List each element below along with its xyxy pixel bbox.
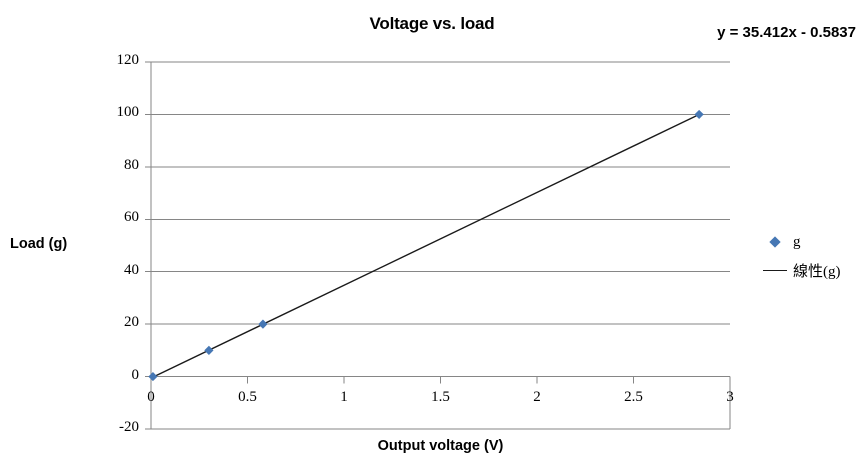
x-tick-label: 2: [533, 388, 541, 405]
data-point-marker: [694, 109, 704, 120]
x-tick-label: 0.5: [238, 388, 257, 405]
x-tick-label: 1.5: [431, 388, 450, 405]
legend-label: g: [793, 233, 801, 250]
gridlines-group: [151, 61, 730, 430]
x-tick-marks-group: [150, 376, 731, 384]
y-axis-title: Load (g): [10, 236, 68, 252]
line-marker-icon: [762, 269, 788, 271]
legend-item-trendline[interactable]: 線性(g): [762, 256, 862, 284]
data-point-marker: [258, 319, 268, 329]
trendline-equation-label: y = 35.412x - 0.5837: [717, 24, 856, 41]
legend-item-g[interactable]: g: [762, 228, 862, 256]
x-tick-label: 2.5: [624, 388, 643, 405]
diamond-marker-icon: [762, 236, 788, 248]
y-tick-label: 0: [131, 366, 140, 383]
chart-title: Voltage vs. load: [369, 14, 495, 33]
data-point-marker: [148, 371, 158, 382]
trendline: [152, 113, 700, 378]
y-tick-label: -20: [119, 419, 139, 435]
x-tick-label: 0: [147, 388, 155, 405]
y-tick-label: 20: [124, 314, 139, 331]
legend-label: 線性(g): [793, 263, 841, 280]
y-tick-label: 100: [116, 104, 140, 121]
chart-legend: g 線性(g): [762, 228, 862, 284]
y-tick-label: 60: [124, 209, 139, 226]
data-markers-group: [148, 109, 704, 382]
y-tick-label: 40: [124, 261, 139, 278]
y-tick-label: 120: [116, 52, 140, 68]
axis-lines-group: [150, 62, 731, 429]
trendline-group: [152, 113, 700, 378]
y-tick-marks-group: [145, 61, 151, 430]
data-point-marker: [204, 345, 214, 355]
x-tick-label: 3: [726, 388, 734, 405]
y-tick-label: 80: [124, 156, 139, 173]
x-axis-title: Output voltage (V): [377, 438, 504, 454]
x-tick-label: 1: [340, 388, 348, 405]
